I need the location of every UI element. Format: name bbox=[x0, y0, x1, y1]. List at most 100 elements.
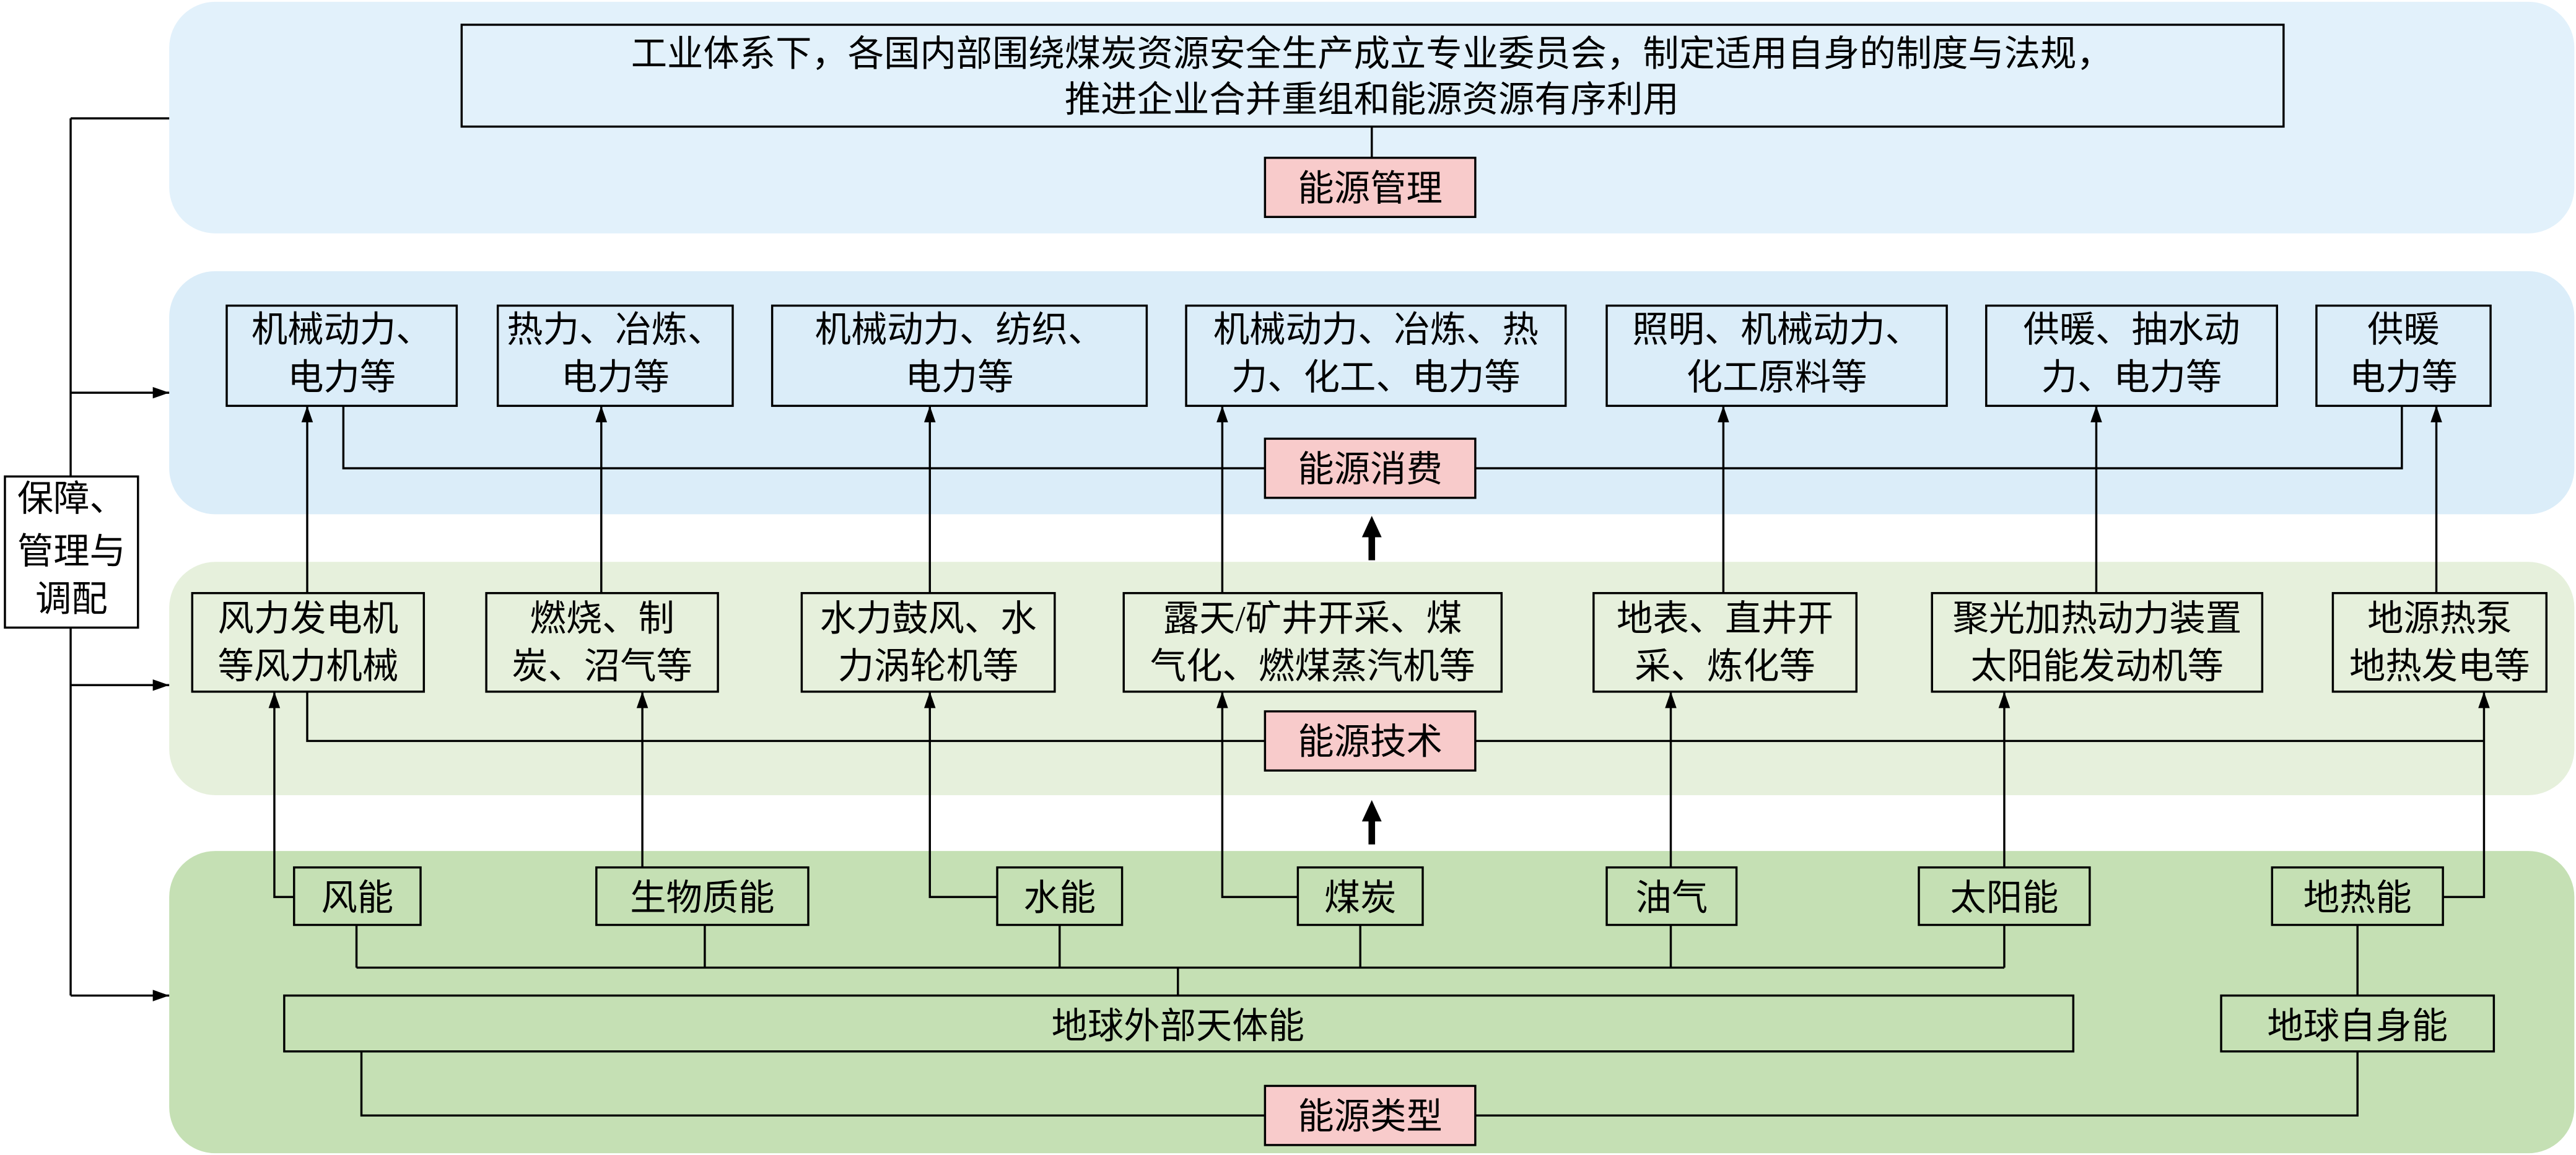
types-label-frame bbox=[1264, 1084, 1477, 1146]
consumption-box-line: 供暖 bbox=[2367, 310, 2440, 350]
technology-box-line: 风力发电机 bbox=[217, 599, 398, 639]
source-box-hydro: 水能 bbox=[996, 866, 1124, 926]
technology-box-line: 地源热泵 bbox=[2367, 599, 2512, 639]
consumption-box: 照明、机械动力、 化工原料等 bbox=[1605, 304, 1948, 408]
consumption-box: 供暖 电力等 bbox=[2315, 304, 2492, 408]
band-types bbox=[169, 851, 2575, 1154]
technology-box-line: 地热发电等 bbox=[2349, 647, 2530, 687]
bold-up-arrow-technology-to-consumption bbox=[1361, 516, 1382, 560]
consumption-box-frame bbox=[225, 304, 458, 408]
source-box-frame bbox=[2271, 866, 2444, 926]
technology-box-frame bbox=[1122, 591, 1503, 693]
types-label-text: 能源类型 bbox=[1298, 1096, 1442, 1136]
types-bracket-left bbox=[360, 1051, 1265, 1117]
consumption-box: 机械动力、 电力等 bbox=[225, 304, 458, 408]
support-box: 保障、 管理与 调配 bbox=[4, 475, 139, 629]
consumption-label-frame bbox=[1264, 437, 1477, 499]
source-box-text: 煤炭 bbox=[1324, 878, 1397, 918]
source-box-frame bbox=[595, 866, 810, 926]
consumption-box: 热力、冶炼、 电力等 bbox=[496, 304, 734, 408]
technology-box-line: 力涡轮机等 bbox=[838, 647, 1019, 687]
source-box-biomass: 生物质能 bbox=[595, 866, 810, 926]
source-box-text: 太阳能 bbox=[1950, 878, 2058, 918]
consumption-box-line: 化工原料等 bbox=[1687, 357, 1867, 398]
external-energy-frame bbox=[283, 994, 2075, 1053]
consumption-label-text: 能源消费 bbox=[1298, 449, 1442, 489]
source-box-text: 水能 bbox=[1023, 878, 1096, 918]
consumption-box-line: 机械动力、冶炼、热 bbox=[1213, 310, 1539, 350]
policy-box: 工业体系下，各国内部围绕煤炭资源安全生产成立专业委员会，制定适用自身的制度与法规… bbox=[460, 24, 2285, 128]
source-box-solar: 太阳能 bbox=[1918, 866, 2091, 926]
support-line-1: 保障、 bbox=[17, 479, 126, 519]
management-label-frame bbox=[1264, 157, 1477, 219]
technology-bracket-left bbox=[306, 691, 1265, 743]
management-label: 能源管理 bbox=[1264, 157, 1477, 219]
technology-box: 燃烧、制 炭、沼气等 bbox=[485, 591, 719, 693]
policy-line-1: 工业体系下，各国内部围绕煤炭资源安全生产成立专业委员会，制定适用自身的制度与法规… bbox=[631, 33, 2113, 74]
support-box-frame bbox=[4, 475, 139, 629]
technology-box-frame bbox=[485, 591, 719, 693]
geothermal-to-tech-arrow bbox=[2443, 691, 2490, 899]
consumption-box-frame bbox=[1185, 304, 1567, 408]
consumption-box-frame bbox=[496, 304, 734, 408]
policy-line-2: 推进企业合并重组和能源资源有序利用 bbox=[1065, 80, 1679, 120]
band-consumption bbox=[169, 271, 2575, 515]
technology-label-text: 能源技术 bbox=[1298, 722, 1442, 762]
source-box-frame bbox=[1605, 866, 1738, 926]
management-label-text: 能源管理 bbox=[1298, 168, 1442, 209]
consumption-box-line: 热力、冶炼、 bbox=[507, 310, 723, 350]
consumption-box-line: 照明、机械动力、 bbox=[1632, 310, 1921, 350]
source-box-frame bbox=[996, 866, 1124, 926]
technology-box-line: 地表、直井开 bbox=[1617, 599, 1833, 639]
hydro-to-tech-arrow bbox=[923, 691, 998, 899]
consumption-box-frame bbox=[1605, 304, 1948, 408]
technology-box-line: 燃烧、制 bbox=[530, 599, 674, 639]
source-box-oil-gas: 油气 bbox=[1605, 866, 1738, 926]
technology-to-consumption-arrows bbox=[301, 406, 2442, 593]
source-box-frame bbox=[293, 866, 422, 926]
external-energy-text: 地球外部天体能 bbox=[1052, 1006, 1304, 1047]
consumption-box-frame bbox=[2315, 304, 2492, 408]
source-box-coal: 煤炭 bbox=[1296, 866, 1424, 926]
technology-box: 聚光加热动力装置 太阳能发动机等 bbox=[1931, 591, 2264, 693]
technology-box-line: 气化、燃煤蒸汽机等 bbox=[1150, 647, 1475, 687]
source-box-text: 油气 bbox=[1635, 878, 1708, 918]
consumption-box-line: 机械动力、 bbox=[251, 310, 432, 350]
consumption-bracket bbox=[342, 406, 2403, 469]
consumption-box: 供暖、抽水动 力、电力等 bbox=[1985, 304, 2278, 408]
bold-arrow-head bbox=[1361, 800, 1382, 822]
types-bracket bbox=[360, 1051, 2359, 1117]
source-box-frame bbox=[1296, 866, 1424, 926]
technology-box-line: 露天/矿井开采、煤 bbox=[1163, 599, 1462, 639]
consumption-box-line: 电力等 bbox=[287, 357, 396, 398]
source-to-technology-arrows bbox=[268, 691, 2490, 899]
consumption-box-frame bbox=[771, 304, 1148, 408]
internal-energy-box: 地球自身能 bbox=[2220, 994, 2495, 1053]
support-line-2: 管理与 bbox=[17, 531, 126, 572]
consumption-bracket-left bbox=[342, 406, 1265, 469]
technology-box-frame bbox=[2331, 591, 2548, 693]
source-connectors bbox=[355, 925, 2359, 996]
technology-box: 水力鼓风、水 力涡轮机等 bbox=[800, 591, 1056, 693]
technology-box-frame bbox=[1592, 591, 1858, 693]
bold-arrow-shaft bbox=[1368, 532, 1376, 560]
bold-arrow-head bbox=[1361, 516, 1382, 538]
source-box-text: 生物质能 bbox=[630, 878, 774, 918]
source-box-geothermal: 地热能 bbox=[2271, 866, 2444, 926]
bold-up-arrow-types-to-technology bbox=[1361, 800, 1382, 845]
consumption-box: 机械动力、纺织、 电力等 bbox=[771, 304, 1148, 408]
consumption-box-line: 电力等 bbox=[905, 357, 1013, 398]
band-management bbox=[169, 1, 2575, 233]
band-technology bbox=[169, 562, 2575, 795]
source-box-wind: 风能 bbox=[293, 866, 422, 926]
consumption-box-line: 供暖、抽水动 bbox=[2023, 310, 2240, 350]
technology-box: 露天/矿井开采、煤 气化、燃煤蒸汽机等 bbox=[1122, 591, 1503, 693]
consumption-box-frame bbox=[1985, 304, 2278, 408]
support-line-3: 调配 bbox=[35, 579, 108, 619]
bold-arrow-shaft bbox=[1368, 816, 1376, 845]
technology-box-line: 聚光加热动力装置 bbox=[1952, 599, 2242, 639]
technology-label-frame bbox=[1264, 710, 1477, 772]
technology-box: 地源热泵 地热发电等 bbox=[2331, 591, 2548, 693]
source-box-text: 风能 bbox=[321, 878, 394, 918]
